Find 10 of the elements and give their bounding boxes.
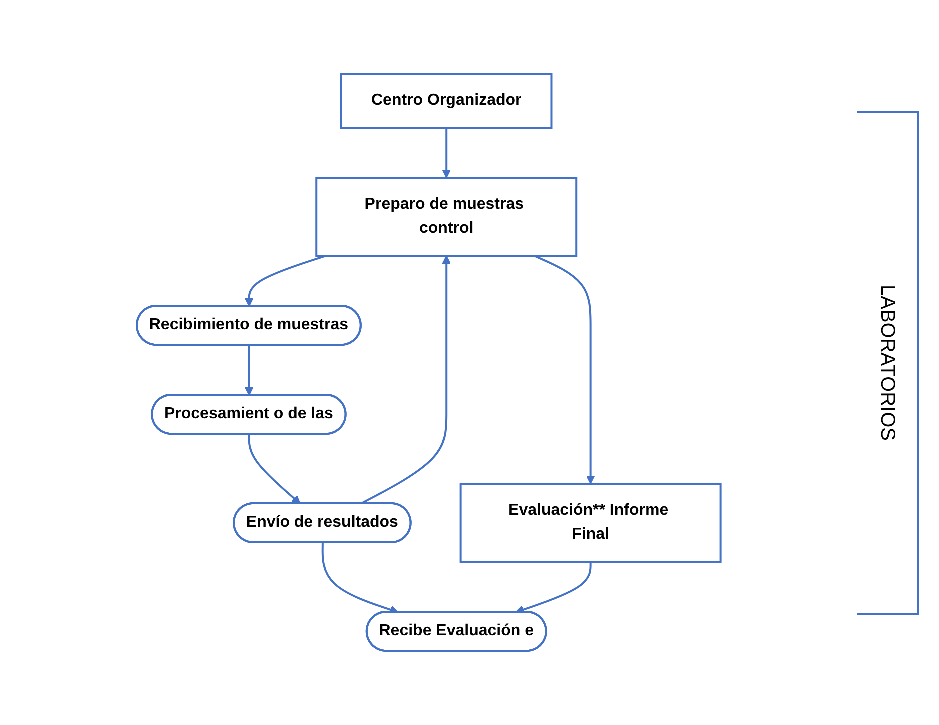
arrow	[442, 128, 451, 178]
arrow	[244, 345, 254, 396]
arrow	[244, 255, 326, 307]
arrow	[534, 255, 595, 484]
node-box: Preparo de muestras control	[315, 177, 578, 257]
node-box: Evaluación** Informe Final	[459, 483, 722, 563]
arrow	[248, 434, 301, 504]
side-label: LABORATORIOS	[876, 284, 898, 440]
arrow	[360, 256, 451, 505]
node-box: Centro Organizador	[340, 73, 552, 129]
